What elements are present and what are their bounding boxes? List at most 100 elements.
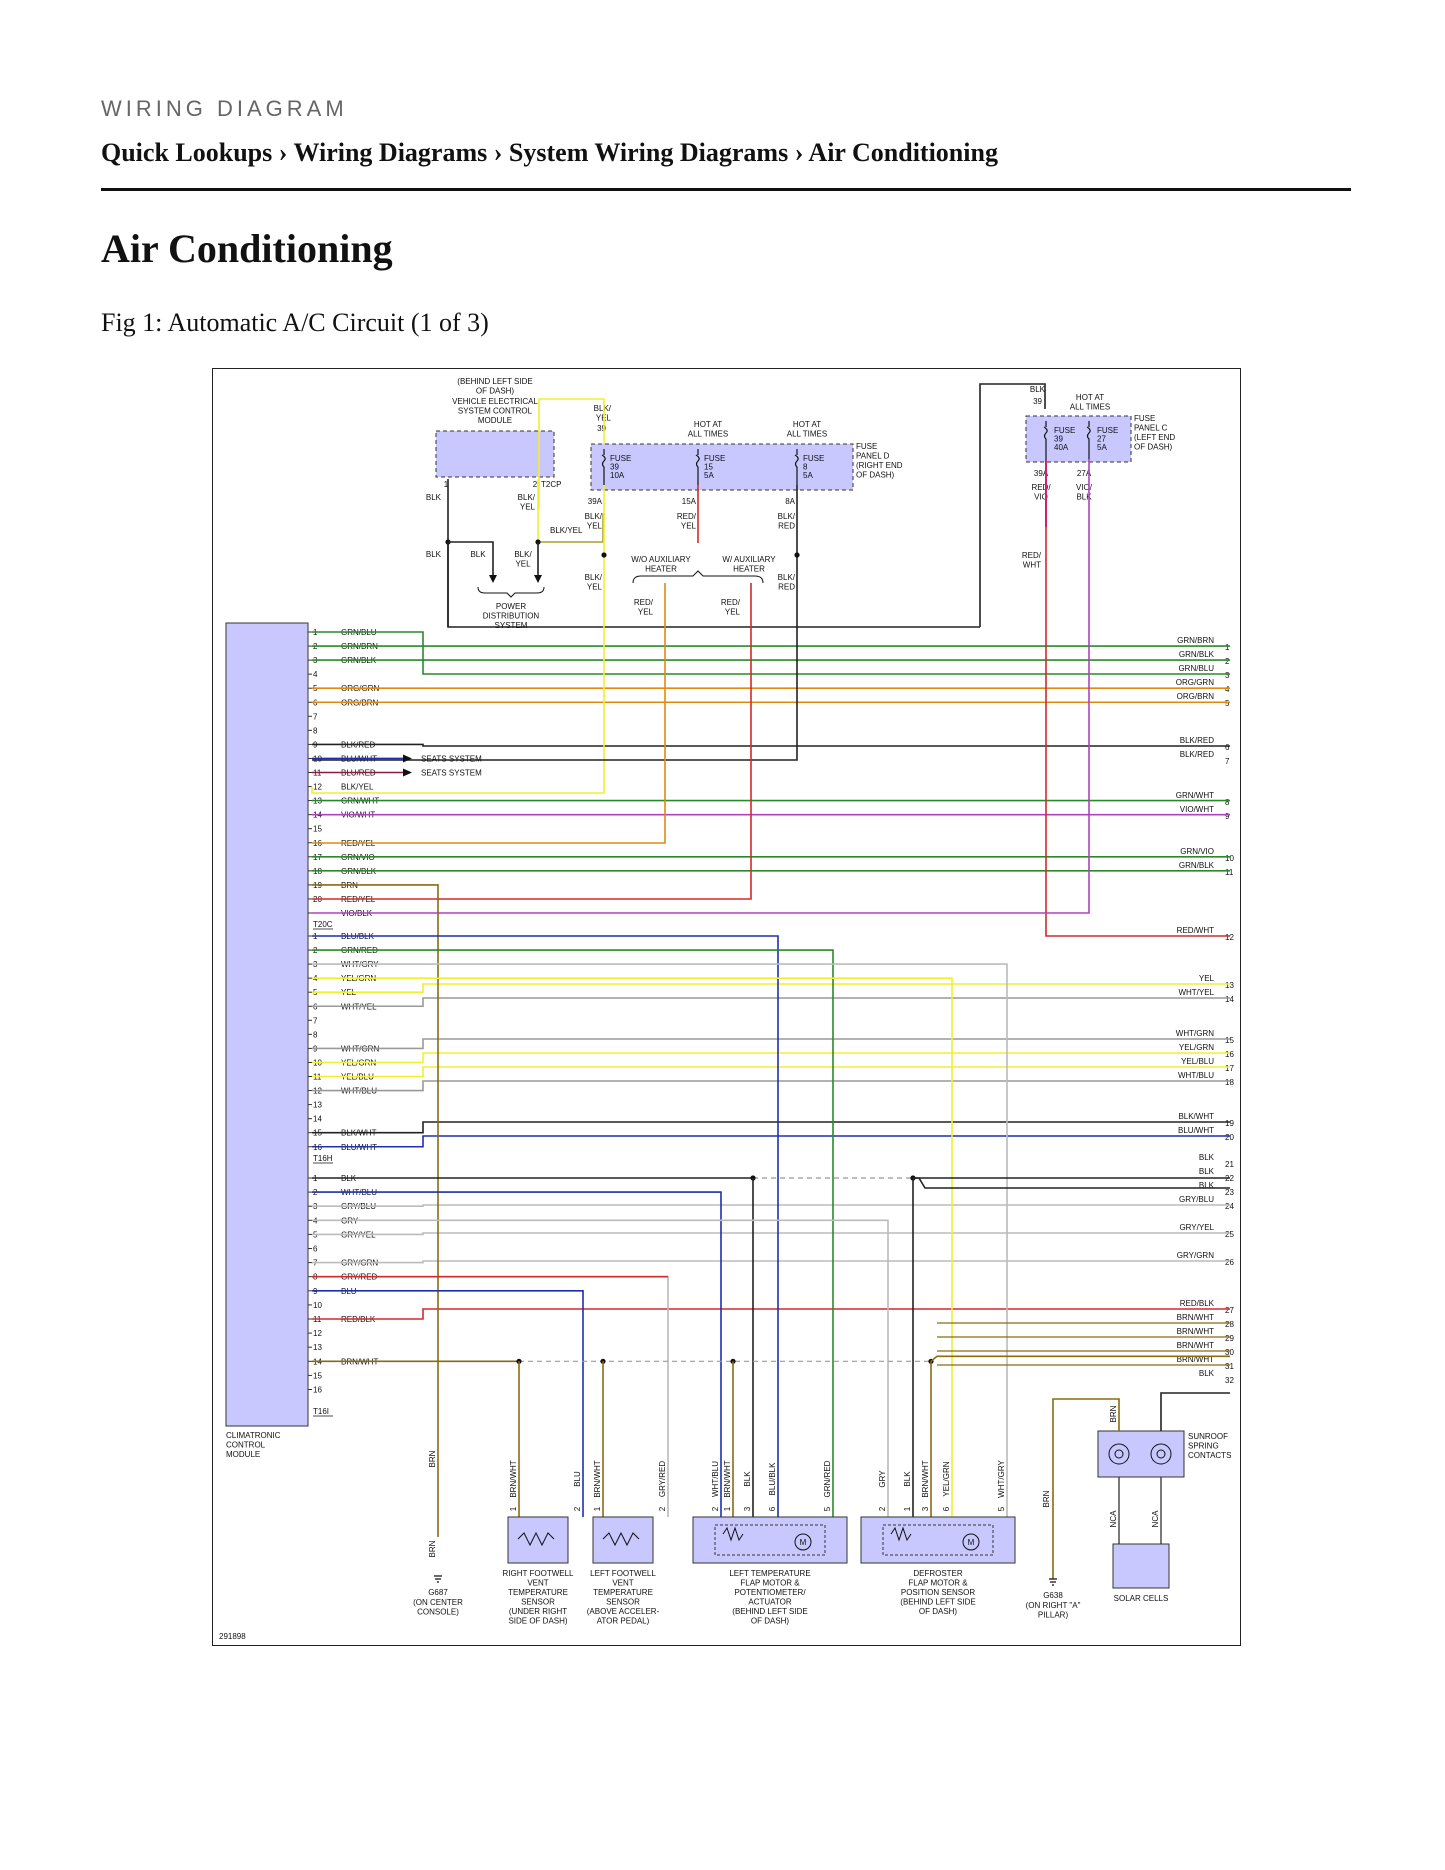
fuse-output-wire-label: RED/ [721, 598, 741, 607]
ground-location-label: (ON CENTER [413, 1598, 463, 1607]
component-wire [312, 935, 779, 1517]
fuse-panel-c-label: PANEL C [1134, 424, 1168, 433]
fuse-panel-c-label: OF DASH) [1134, 443, 1173, 452]
fuse-label: 40A [1054, 443, 1069, 452]
actuator-outline [882, 1524, 994, 1556]
spring-contact-icon [1108, 1443, 1130, 1465]
breadcrumb-wiring-diagrams[interactable]: Wiring Diagrams [293, 138, 488, 167]
right-edge-terminal-number: 17 [1225, 1064, 1234, 1073]
fuse-output-wire-label: RED/ [677, 512, 697, 521]
motor-symbol-label: M [800, 1538, 807, 1547]
fuse-output-wire-label: RED/ [1022, 551, 1042, 560]
right-edge-wire-label: RED/WHT [1177, 926, 1214, 935]
pds-wire-label: BLK [426, 550, 442, 559]
module-pin-number: 13 [313, 1343, 322, 1352]
sunroof-contacts-label: SUNROOF [1188, 1432, 1228, 1441]
component-name-label: VENT [612, 1579, 633, 1588]
aux-heater-option-label: HEATER [645, 565, 677, 574]
right-edge-wire-label: BLK [1199, 1167, 1215, 1176]
fuse-output-terminal: 15A [682, 497, 697, 506]
component-wire-label: BLK [743, 1471, 752, 1487]
right-edge-wire-label: BLK/RED [1180, 750, 1214, 759]
breadcrumb-quick-lookups[interactable]: Quick Lookups [101, 138, 273, 167]
fuse-label: 8 [803, 463, 808, 472]
right-edge-wire-label: GRN/BLK [1179, 861, 1215, 870]
header-divider [101, 188, 1351, 191]
module-pin-number: 8 [313, 1030, 318, 1039]
fuse-label: 5A [704, 471, 714, 480]
fuse-output-wire-label: YEL [587, 522, 603, 531]
right-edge-wire-label: BLK [1199, 1369, 1215, 1378]
right-edge-wire-label: VIO/WHT [1180, 805, 1214, 814]
fuse-panel-d-label: OF DASH) [856, 471, 895, 480]
fuse-output-wire-label: BLK/ [585, 573, 603, 582]
solar-cells-label: SOLAR CELLS [1114, 1594, 1169, 1603]
fuse-panel-c-label: FUSE [1134, 414, 1155, 423]
splice-dot [794, 552, 800, 558]
ground-wire-label: BRN [428, 1540, 437, 1557]
figure-caption: Fig 1: Automatic A/C Circuit (1 of 3) [101, 308, 489, 337]
component-name-label: RIGHT FOOTWELL [503, 1569, 575, 1578]
vesc-module-box [435, 430, 555, 478]
module-pin-number: 13 [313, 1101, 322, 1110]
right-edge-wire-label: GRN/BLU [1178, 664, 1214, 673]
component-pin-number: 3 [921, 1506, 930, 1511]
breadcrumb-system-wiring-diagrams[interactable]: System Wiring Diagrams [508, 138, 789, 167]
fuse-icon [1043, 421, 1048, 459]
component-name-label: DEFROSTER [913, 1569, 963, 1578]
red-yel-wire-1 [312, 583, 666, 844]
vesc-wire-label: BLK/ [518, 493, 536, 502]
component-wire-label: NCA [1109, 1510, 1118, 1528]
right-edge-wire-label: ORG/GRN [1176, 678, 1214, 687]
breadcrumb-air-conditioning[interactable]: Air Conditioning [808, 138, 998, 167]
right-edge-wire-label: BLK [1199, 1181, 1215, 1190]
pds-label: POWER [496, 602, 526, 611]
harness-wire [312, 1308, 1230, 1320]
ground-location-label: PILLAR) [1038, 1611, 1069, 1620]
module-pin-number: 14 [313, 1115, 322, 1124]
thermistor-icon [517, 1531, 555, 1547]
component-wire [312, 977, 953, 1517]
vesc-pin-number: 1 [444, 480, 449, 489]
fuse-panel-top-terminal: 39 [1033, 397, 1042, 406]
component-box [860, 1516, 1016, 1564]
fuse-output-wire-label: YEL [725, 608, 741, 617]
harness-wire [312, 997, 1230, 1008]
component-wire [312, 1275, 669, 1517]
right-edge-terminal-number: 20 [1225, 1133, 1234, 1142]
harness-wire [312, 1080, 1230, 1092]
vesc-connector-id: T2CP [541, 480, 561, 489]
module-pin-number: 12 [313, 1329, 322, 1338]
right-edge-wire-label: GRN/WHT [1176, 791, 1214, 800]
component-name-label: TEMPERATURE [593, 1588, 653, 1597]
aux-heater-option-label: W/O AUXILIARY [631, 555, 691, 564]
right-edge-wire-label: GRN/BLK [1179, 650, 1215, 659]
right-edge-terminal-number: 26 [1225, 1258, 1234, 1267]
right-edge-wire-label: GRN/VIO [1180, 847, 1214, 856]
harness-wire [312, 1121, 1230, 1134]
right-edge-terminal-number: 21 [1225, 1160, 1234, 1169]
fuse-output-terminal: 27A [1077, 469, 1092, 478]
vesc-name-label: MODULE [478, 416, 512, 425]
component-wire [312, 1290, 584, 1517]
right-edge-terminal-number: 25 [1225, 1230, 1234, 1239]
fuse-output-wire-label: RED/ [1031, 483, 1051, 492]
connector-id-label: T16H [313, 1154, 333, 1163]
fuse-panel-top-wire-label: BLK [1030, 385, 1046, 394]
seats-system-arrow-icon [403, 754, 412, 763]
hot-at-all-times-label: HOT AT [1076, 393, 1104, 402]
component-name-label: FLAP MOTOR & [740, 1579, 800, 1588]
fuse-panel-top-terminal: 39 [597, 424, 606, 433]
component-pin-number: 5 [823, 1506, 832, 1511]
breadcrumb-separator: › [487, 138, 509, 167]
sunroof-blk-wire [1160, 1392, 1230, 1431]
component-name-label: POSITION SENSOR [901, 1588, 975, 1597]
right-edge-wire-label: YEL [1199, 974, 1215, 983]
module-pin-number: 12 [313, 783, 322, 792]
component-pin-number: 1 [723, 1506, 732, 1511]
vesc-name-label: SYSTEM CONTROL [458, 407, 533, 416]
component-name-label: (BEHIND LEFT SIDE [732, 1607, 807, 1616]
page-title: Air Conditioning [101, 226, 393, 271]
right-edge-terminal-number: 6 [1225, 743, 1230, 752]
component-pin-number: 2 [658, 1506, 667, 1511]
